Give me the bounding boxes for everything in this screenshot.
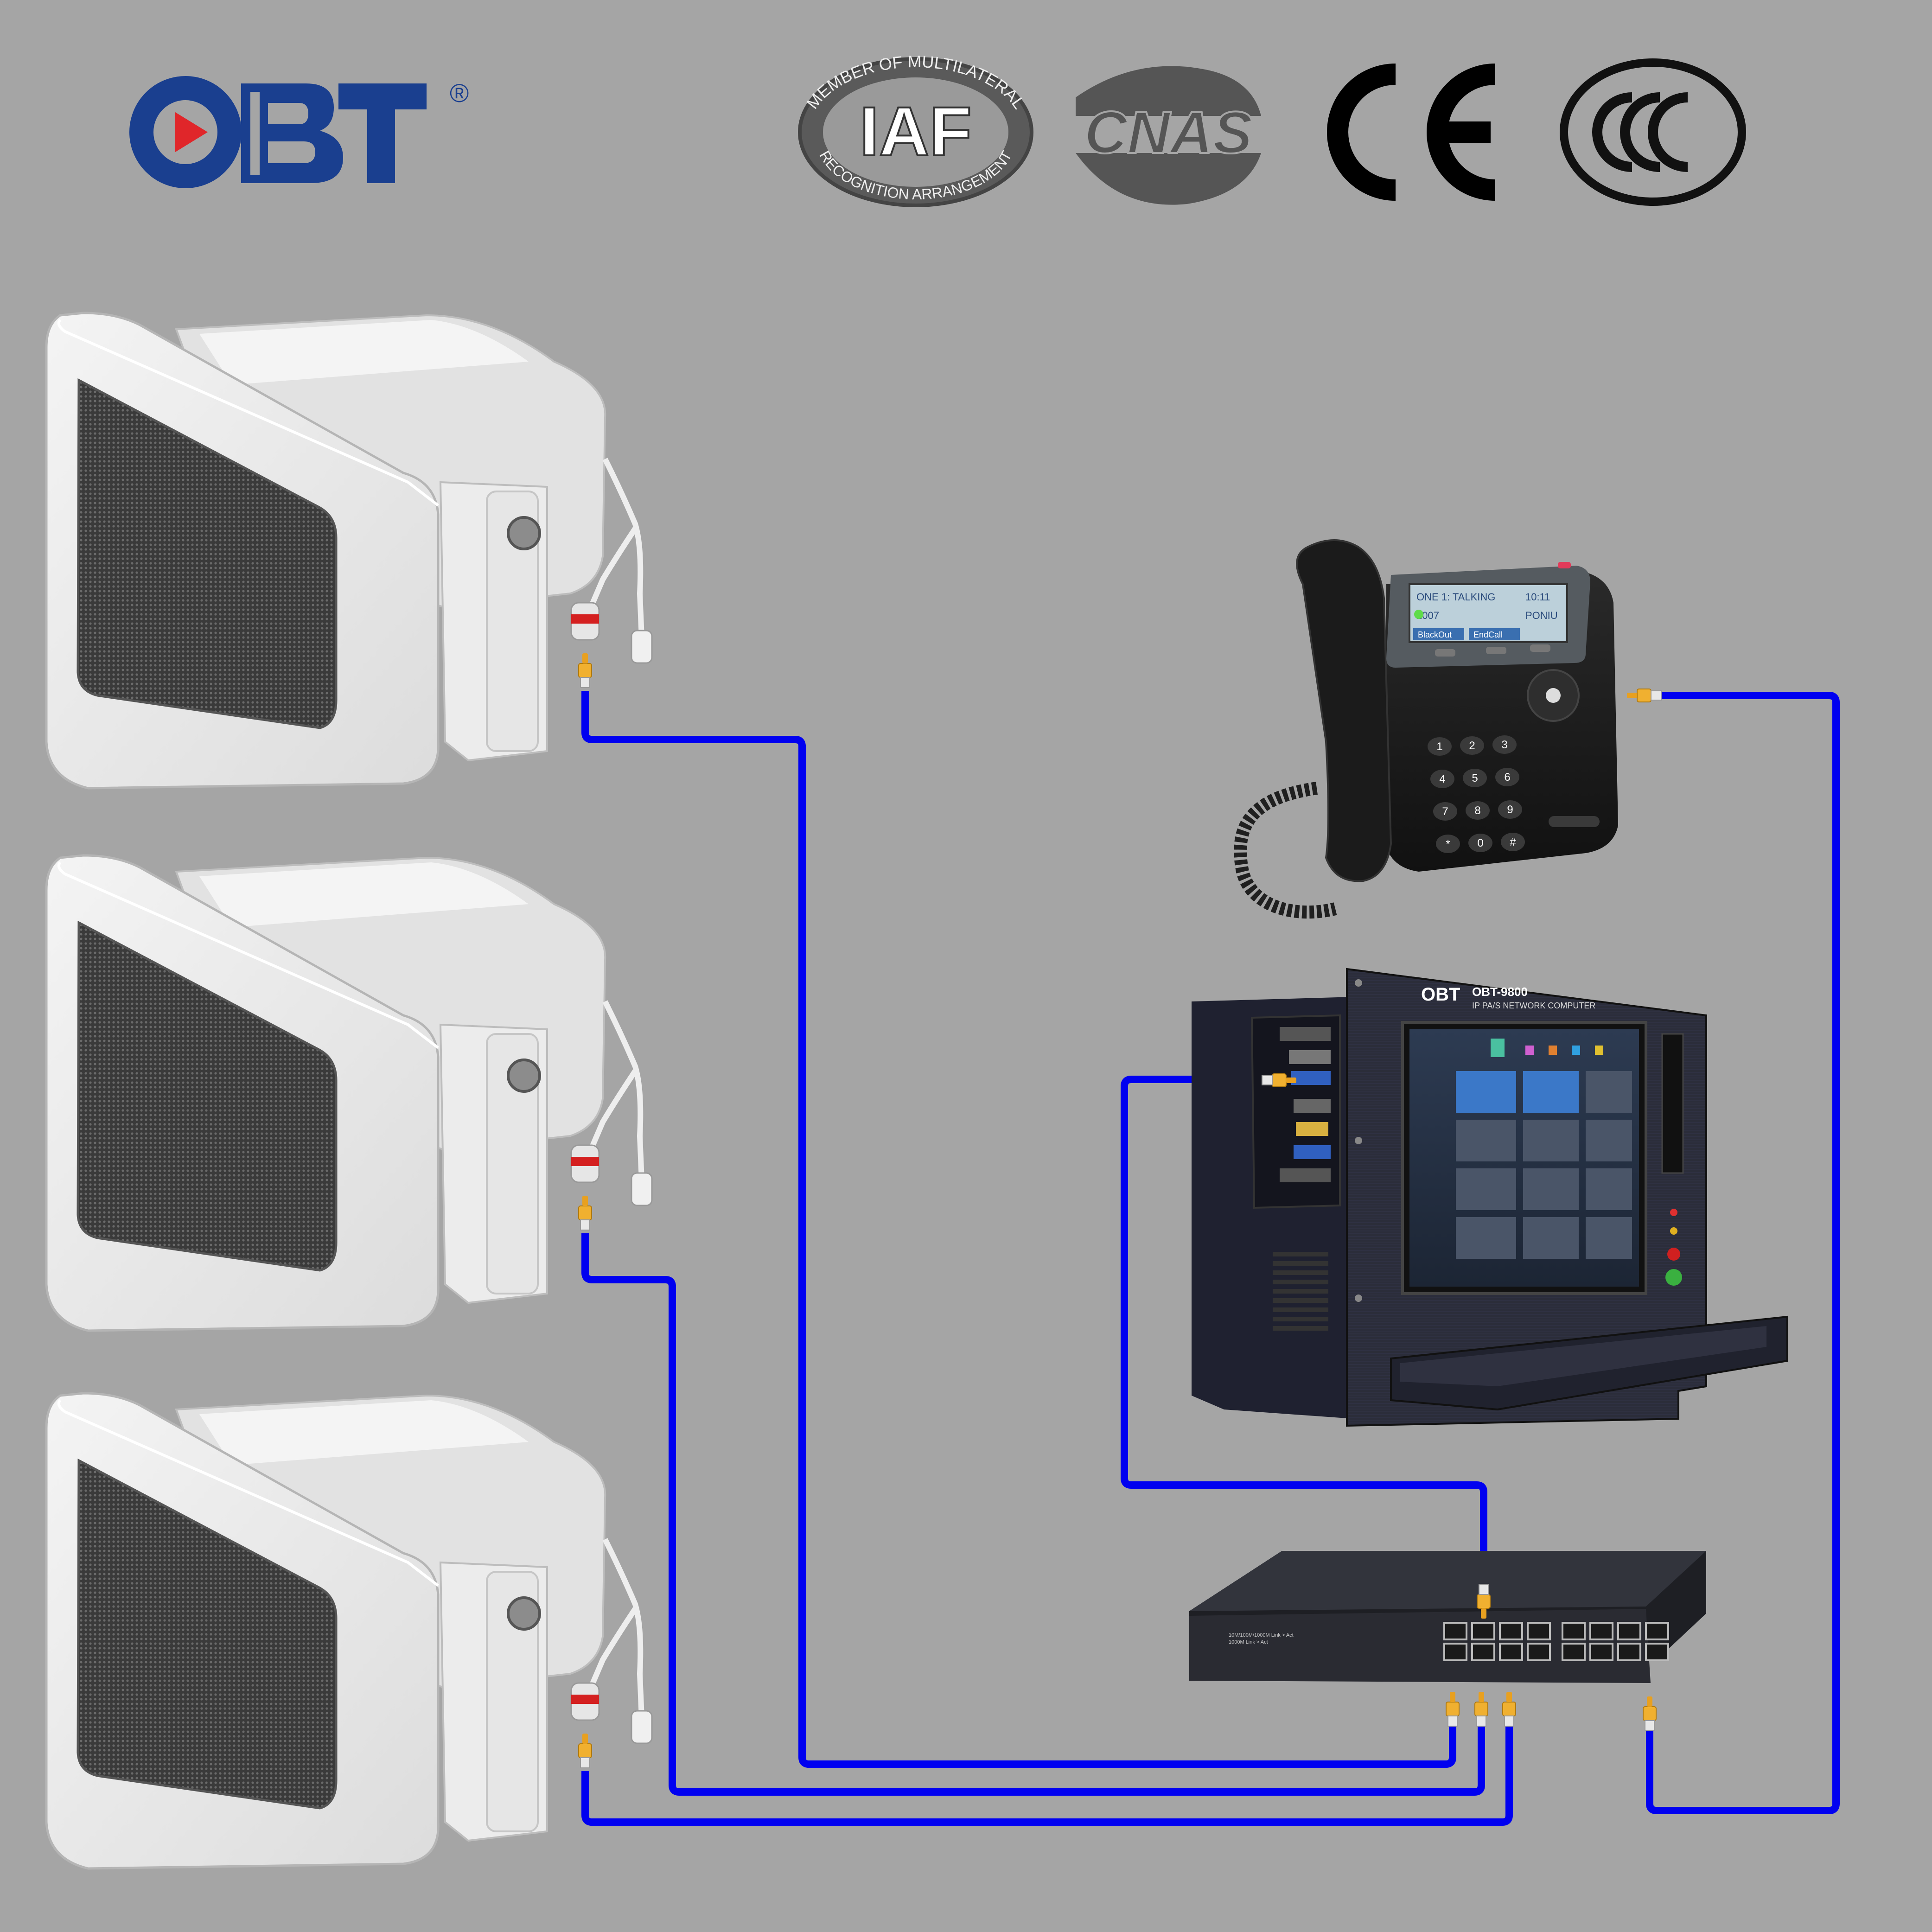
phone-key-3[interactable] <box>1492 735 1517 754</box>
ip-horn-speaker-2 <box>46 855 652 1331</box>
phone-key-label: 9 <box>1507 803 1513 816</box>
ip-horn-speaker-1 <box>45 312 653 790</box>
iaf-main-text: IAF <box>860 92 972 170</box>
switch-port-3[interactable] <box>1471 1622 1495 1640</box>
reset-button[interactable] <box>1667 1248 1680 1261</box>
phone-led-icon <box>1414 610 1423 619</box>
switch-port-5[interactable] <box>1499 1622 1523 1640</box>
phone-lcd-ampm: PONIU <box>1525 610 1558 621</box>
switch-port-9[interactable] <box>1562 1622 1586 1640</box>
phone-key-label: 6 <box>1504 771 1510 784</box>
switch-port-2[interactable] <box>1443 1643 1467 1661</box>
cnas-logo: CNAS <box>1076 66 1261 205</box>
phone-softkey2[interactable]: EndCall <box>1473 630 1503 639</box>
registered-mark: ® <box>450 78 469 108</box>
cable-phone <box>1646 692 1840 1814</box>
screen-panels <box>1456 1039 1632 1259</box>
phone-key-label: 0 <box>1477 837 1483 849</box>
phone-key-6[interactable] <box>1495 768 1519 786</box>
ccc-mark <box>1560 58 1746 206</box>
phone-key-4[interactable] <box>1430 770 1454 788</box>
switch-label-2: 1000M Link > Act <box>1229 1639 1268 1645</box>
cable-speaker-3 <box>581 1715 1513 1826</box>
phone-key-label: 2 <box>1469 740 1475 752</box>
phone-key-8[interactable] <box>1466 801 1490 820</box>
cable-speaker-2 <box>581 1233 1485 1796</box>
phone-key-label: 3 <box>1501 739 1507 751</box>
phone-lcd-line1: ONE 1: TALKING <box>1416 591 1495 603</box>
network-computer: OBT OBT-9800 IP PA/S NETWORK COMPUTER <box>1192 968 1788 1427</box>
switch-port-10[interactable] <box>1562 1643 1586 1661</box>
phone-key-label: 7 <box>1442 805 1448 818</box>
ip-horn-speaker-3 <box>46 1393 652 1868</box>
phone-key-star[interactable] <box>1436 835 1460 853</box>
phone-softkey1[interactable]: BlackOut <box>1418 630 1452 639</box>
switch-port-4[interactable] <box>1471 1643 1495 1661</box>
switch-port-15[interactable] <box>1645 1622 1669 1640</box>
obt-logo: ® <box>129 76 469 188</box>
phone-key-0[interactable] <box>1468 834 1492 852</box>
cable-computer <box>1121 1076 1487 1590</box>
hdd-led-icon <box>1670 1227 1677 1235</box>
switch-label-1: 10M/100M/1000M Link > Act <box>1229 1632 1294 1638</box>
rear-io-panel <box>1280 1027 1331 1182</box>
switch-port-8[interactable] <box>1527 1643 1551 1661</box>
phone-key-7[interactable] <box>1433 802 1457 821</box>
disc-drive[interactable] <box>1661 1033 1684 1174</box>
ethernet-cables <box>581 691 1840 1826</box>
switch-port-16[interactable] <box>1645 1643 1669 1661</box>
switch-port-11[interactable] <box>1589 1622 1613 1640</box>
phone-volume-icon[interactable] <box>1549 816 1600 827</box>
phone-key-label: # <box>1510 836 1516 848</box>
ce-mark <box>1327 64 1496 201</box>
switch-ports <box>1443 1622 1669 1661</box>
power-button[interactable] <box>1665 1269 1682 1286</box>
switch-port-14[interactable] <box>1617 1643 1641 1661</box>
phone-key-label: 5 <box>1472 772 1478 784</box>
switch-port-7[interactable] <box>1527 1622 1551 1640</box>
cable-speaker-1 <box>581 691 1456 1768</box>
switch-port-12[interactable] <box>1589 1643 1613 1661</box>
computer-subtitle: IP PA/S NETWORK COMPUTER <box>1472 1001 1595 1010</box>
network-switch: 10M/100M/1000M Link > Act 1000M Link > A… <box>1189 1551 1706 1731</box>
power-led-icon <box>1670 1209 1677 1216</box>
switch-port-13[interactable] <box>1617 1622 1641 1640</box>
phone-key-label: 4 <box>1439 773 1445 785</box>
ip-phone: ONE 1: TALKING 1007 10:11 PONIU BlackOut… <box>1234 539 1662 919</box>
computer-brand: OBT <box>1421 984 1460 1005</box>
play-icon <box>175 112 208 152</box>
phone-key-label: 1 <box>1436 740 1442 753</box>
phone-keypad: 1 2 3 4 5 6 7 8 9 * 0 # <box>1428 735 1525 853</box>
phone-key-1[interactable] <box>1428 737 1452 756</box>
phone-key-9[interactable] <box>1498 800 1522 819</box>
phone-key-2[interactable] <box>1460 736 1484 755</box>
phone-lcd-time: 10:11 <box>1525 591 1550 603</box>
switch-port-6[interactable] <box>1499 1643 1523 1661</box>
cnas-text: CNAS <box>1084 100 1253 166</box>
switch-port-1[interactable] <box>1443 1622 1467 1640</box>
iaf-logo: MEMBER OF MULTILATERAL RECOGNITION ARRAN… <box>798 52 1033 207</box>
phone-key-5[interactable] <box>1463 769 1487 787</box>
computer-model: OBT-9800 <box>1472 985 1528 999</box>
phone-key-hash[interactable] <box>1501 833 1525 851</box>
phone-key-label: 8 <box>1474 804 1480 817</box>
phone-key-label: * <box>1446 838 1450 850</box>
